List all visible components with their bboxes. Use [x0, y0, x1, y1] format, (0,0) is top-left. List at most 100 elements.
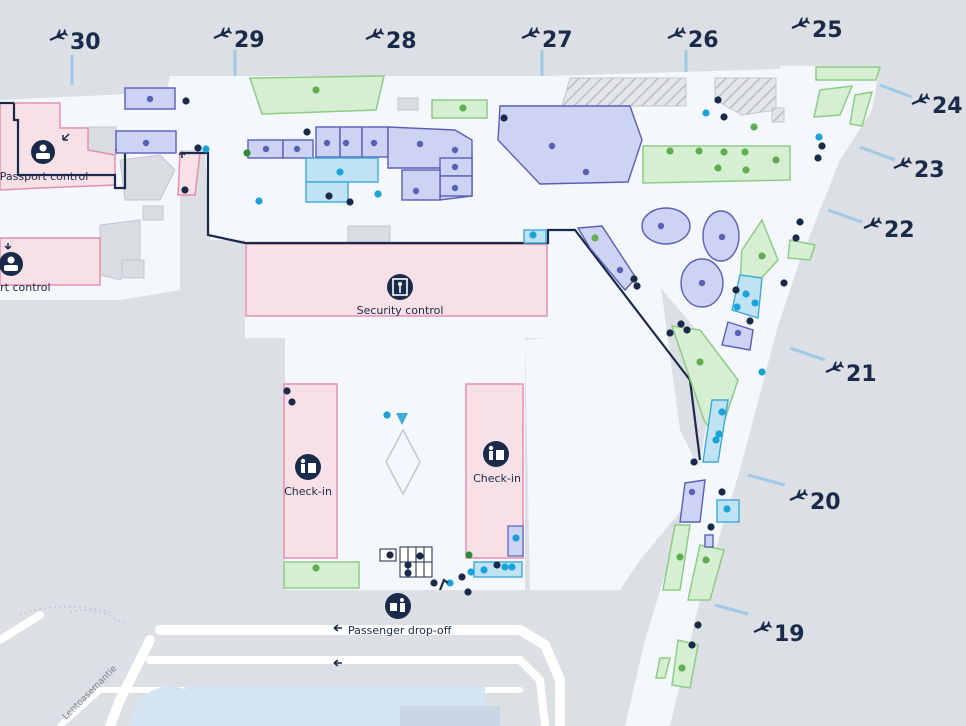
- gate-27[interactable]: 27: [519, 25, 573, 53]
- poi-dot[interactable]: [458, 573, 466, 581]
- poi-dot[interactable]: [696, 358, 704, 366]
- gate-23[interactable]: 23: [891, 155, 945, 183]
- poi-dot[interactable]: [500, 114, 508, 122]
- poi-dot[interactable]: [720, 113, 728, 121]
- poi-dot[interactable]: [480, 566, 488, 574]
- poi-dot[interactable]: [683, 326, 691, 334]
- gate-22[interactable]: 22: [861, 215, 915, 243]
- poi-dot[interactable]: [633, 282, 641, 290]
- poi-dot[interactable]: [508, 563, 516, 571]
- poi-dot[interactable]: [698, 279, 706, 287]
- gate-30[interactable]: 30: [47, 27, 101, 55]
- poi-dot[interactable]: [746, 317, 754, 325]
- poi-dot[interactable]: [733, 303, 741, 311]
- gate-20[interactable]: 20: [787, 487, 841, 515]
- poi-dot[interactable]: [723, 505, 731, 513]
- poi-dot[interactable]: [796, 218, 804, 226]
- poi-dot[interactable]: [772, 156, 780, 164]
- poi-dot[interactable]: [202, 145, 210, 153]
- poi-dot[interactable]: [702, 556, 710, 564]
- poi-dot[interactable]: [182, 97, 190, 105]
- poi-dot[interactable]: [412, 187, 420, 195]
- poi-dot[interactable]: [677, 320, 685, 328]
- poi-dot[interactable]: [146, 95, 154, 103]
- poi-dot[interactable]: [718, 233, 726, 241]
- poi-dot[interactable]: [181, 186, 189, 194]
- gate-26[interactable]: 26: [665, 25, 719, 53]
- poi-dot[interactable]: [142, 139, 150, 147]
- poi-dot[interactable]: [416, 552, 424, 560]
- gate-21[interactable]: 21: [823, 359, 877, 387]
- poi-dot[interactable]: [720, 148, 728, 156]
- poi-dot[interactable]: [293, 145, 301, 153]
- poi-dot[interactable]: [430, 579, 438, 587]
- poi-dot[interactable]: [451, 146, 459, 154]
- poi-dot[interactable]: [676, 553, 684, 561]
- poi-dot[interactable]: [243, 149, 251, 157]
- poi-dot[interactable]: [262, 145, 270, 153]
- gate-25[interactable]: 25: [789, 15, 843, 43]
- poi-dot[interactable]: [467, 568, 475, 576]
- poi-dot[interactable]: [714, 164, 722, 172]
- poi-dot[interactable]: [404, 569, 412, 577]
- gate-28[interactable]: 28: [363, 26, 417, 54]
- check-in-zone-right[interactable]: [465, 383, 524, 559]
- poi-dot[interactable]: [702, 109, 710, 117]
- poi-dot[interactable]: [459, 104, 467, 112]
- poi-dot[interactable]: [815, 133, 823, 141]
- poi-dot[interactable]: [493, 561, 501, 569]
- poi-dot[interactable]: [742, 166, 750, 174]
- poi-dot[interactable]: [283, 387, 291, 395]
- poi-dot[interactable]: [734, 329, 742, 337]
- poi-dot[interactable]: [718, 488, 726, 496]
- poi-dot[interactable]: [342, 139, 350, 147]
- poi-dot[interactable]: [616, 266, 624, 274]
- poi-dot[interactable]: [792, 234, 800, 242]
- poi-dot[interactable]: [688, 488, 696, 496]
- poi-dot[interactable]: [312, 86, 320, 94]
- poi-dot[interactable]: [814, 154, 822, 162]
- poi-dot[interactable]: [374, 190, 382, 198]
- gate-24[interactable]: 24: [909, 91, 963, 119]
- poi-dot[interactable]: [666, 329, 674, 337]
- poi-dot[interactable]: [501, 563, 509, 571]
- poi-dot[interactable]: [695, 147, 703, 155]
- poi-dot[interactable]: [370, 139, 378, 147]
- poi-dot[interactable]: [512, 534, 520, 542]
- poi-dot[interactable]: [718, 408, 726, 416]
- poi-dot[interactable]: [346, 198, 354, 206]
- poi-dot[interactable]: [312, 564, 320, 572]
- poi-dot[interactable]: [255, 197, 263, 205]
- poi-dot[interactable]: [323, 139, 331, 147]
- poi-dot[interactable]: [712, 436, 720, 444]
- poi-dot[interactable]: [464, 588, 472, 596]
- poi-dot[interactable]: [758, 368, 766, 376]
- poi-dot[interactable]: [451, 163, 459, 171]
- poi-dot[interactable]: [465, 551, 473, 559]
- poi-dot[interactable]: [325, 192, 333, 200]
- poi-dot[interactable]: [336, 168, 344, 176]
- gate-29[interactable]: 29: [211, 25, 265, 53]
- poi-dot[interactable]: [750, 123, 758, 131]
- poi-dot[interactable]: [780, 279, 788, 287]
- poi-dot[interactable]: [758, 252, 766, 260]
- poi-dot[interactable]: [630, 275, 638, 283]
- poi-dot[interactable]: [732, 286, 740, 294]
- poi-dot[interactable]: [383, 411, 391, 419]
- poi-dot[interactable]: [451, 184, 459, 192]
- poi-dot[interactable]: [694, 621, 702, 629]
- poi-dot[interactable]: [529, 231, 537, 239]
- poi-dot[interactable]: [690, 458, 698, 466]
- poi-dot[interactable]: [751, 299, 759, 307]
- poi-dot[interactable]: [288, 398, 296, 406]
- poi-dot[interactable]: [688, 641, 696, 649]
- poi-dot[interactable]: [591, 234, 599, 242]
- poi-dot[interactable]: [386, 551, 394, 559]
- poi-dot[interactable]: [194, 144, 202, 152]
- poi-dot[interactable]: [741, 148, 749, 156]
- poi-dot[interactable]: [416, 140, 424, 148]
- poi-dot[interactable]: [582, 168, 590, 176]
- poi-dot[interactable]: [715, 430, 723, 438]
- poi-dot[interactable]: [818, 142, 826, 150]
- poi-dot[interactable]: [657, 222, 665, 230]
